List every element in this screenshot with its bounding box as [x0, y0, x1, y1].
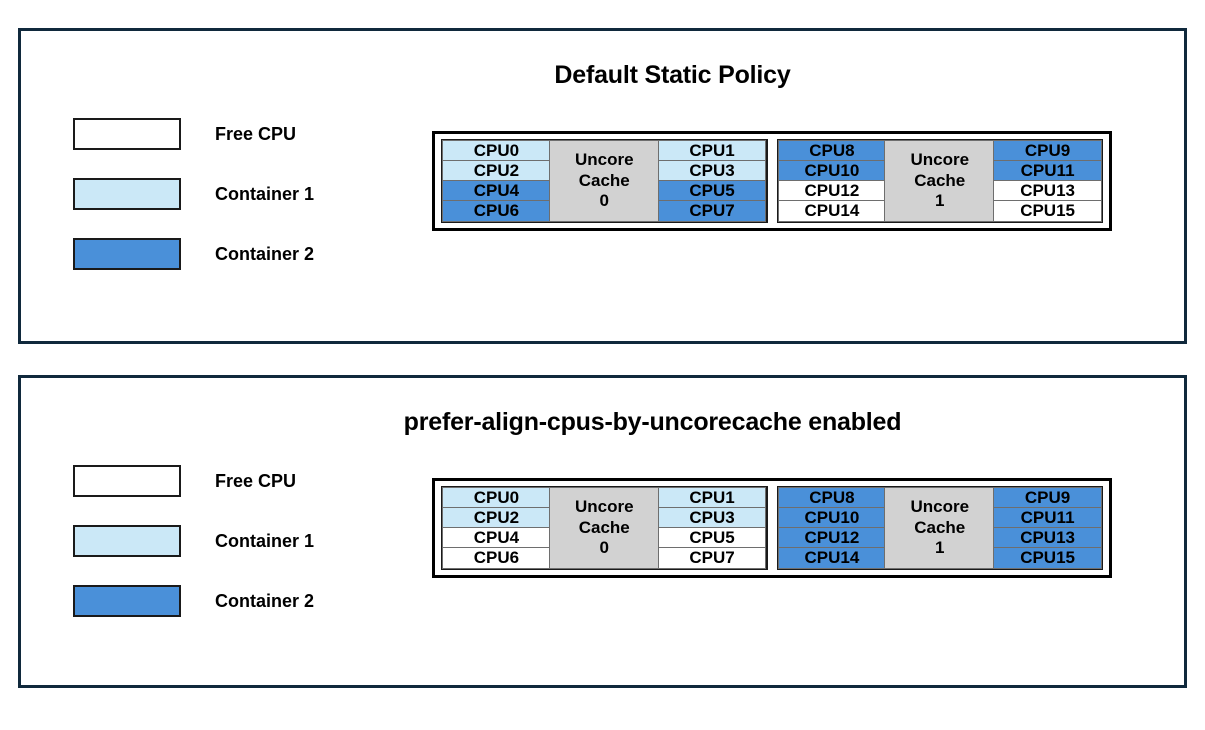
cpu-cell: CPU11	[993, 507, 1102, 529]
legend-item-container-1: Container 1	[73, 523, 314, 559]
uncore-cache-cell: Uncore Cache 1	[884, 140, 996, 222]
panel-title: Default Static Policy	[554, 61, 791, 89]
cpu-column-right: CPU9 CPU11 CPU13 CPU15	[993, 487, 1102, 569]
legend-item-container-1: Container 1	[73, 176, 314, 212]
legend-default: Free CPU Container 1 Container 2	[73, 116, 314, 296]
uncore-cache-cell: Uncore Cache 1	[884, 487, 996, 569]
cpu-cell: CPU12	[777, 527, 887, 549]
uncore-cache-index: 1	[935, 538, 945, 558]
uncore-cache-line-1: Uncore	[910, 149, 970, 169]
uncore-cache-line-2: Cache	[914, 517, 966, 537]
legend-label-container-1: Container 1	[215, 530, 315, 551]
cpu-cell: CPU9	[993, 140, 1102, 162]
uncore-cache-group-0: CPU0 CPU2 CPU4 CPU6 Uncore Cache 0 CPU1 …	[441, 139, 768, 223]
uncore-cache-group-0: CPU0 CPU2 CPU4 CPU6 Uncore Cache 0 CPU1 …	[441, 486, 768, 570]
cpu-cell: CPU8	[777, 487, 887, 509]
legend-label-container-2: Container 2	[215, 243, 315, 264]
legend-swatch-container-1	[73, 525, 181, 557]
legend-swatch-container-2	[73, 238, 181, 270]
cpu-cell: CPU2	[442, 507, 551, 529]
cpu-cell: CPU1	[657, 487, 767, 509]
cpu-cell: CPU2	[442, 160, 551, 182]
cpu-column-left: CPU8 CPU10 CPU12 CPU14	[777, 140, 887, 222]
cpu-cell: CPU3	[657, 160, 767, 182]
uncore-cache-line-2: Cache	[578, 517, 630, 537]
uncore-cache-line-1: Uncore	[574, 149, 634, 169]
uncore-cache-line-1: Uncore	[910, 496, 970, 516]
cpu-cell: CPU14	[777, 547, 887, 569]
cpu-column-right: CPU9 CPU11 CPU13 CPU15	[993, 140, 1102, 222]
uncore-cache-group-1: CPU8 CPU10 CPU12 CPU14 Uncore Cache 1 CP…	[776, 139, 1103, 223]
panel-title: prefer-align-cpus-by-uncorecache enabled	[403, 408, 902, 436]
legend-swatch-free-cpu	[73, 465, 181, 497]
cpu-column-left: CPU0 CPU2 CPU4 CPU6	[442, 487, 551, 569]
cpu-cell: CPU12	[777, 180, 887, 202]
cpu-cell: CPU6	[442, 200, 551, 222]
legend-label-free-cpu: Free CPU	[215, 123, 297, 144]
legend-label-container-2: Container 2	[215, 590, 315, 611]
cpu-cell: CPU15	[993, 200, 1102, 222]
cpu-cell: CPU4	[442, 180, 551, 202]
cpu-cell: CPU8	[777, 140, 887, 162]
uncore-cache-column: Uncore Cache 1	[884, 140, 996, 222]
cpu-cell: CPU10	[777, 507, 887, 529]
legend-item-container-2: Container 2	[73, 236, 314, 272]
cpu-cell: CPU4	[442, 527, 551, 549]
cpu-topology-grid: CPU0 CPU2 CPU4 CPU6 Uncore Cache 0 CPU1 …	[432, 131, 1112, 231]
uncore-cache-index: 0	[599, 191, 609, 211]
legend-swatch-container-1	[73, 178, 181, 210]
cpu-topology-grid: CPU0 CPU2 CPU4 CPU6 Uncore Cache 0 CPU1 …	[432, 478, 1112, 578]
cpu-cell: CPU7	[657, 547, 767, 569]
cpu-cell: CPU0	[442, 140, 551, 162]
cpu-cell: CPU14	[777, 200, 887, 222]
legend-item-container-2: Container 2	[73, 583, 314, 619]
cpu-column-left: CPU0 CPU2 CPU4 CPU6	[442, 140, 551, 222]
cpu-column-left: CPU8 CPU10 CPU12 CPU14	[777, 487, 887, 569]
legend-item-free-cpu: Free CPU	[73, 116, 314, 152]
uncore-cache-column: Uncore Cache 1	[884, 487, 996, 569]
uncore-cache-column: Uncore Cache 0	[548, 140, 660, 222]
cpu-cell: CPU5	[657, 527, 767, 549]
cpu-cell: CPU11	[993, 160, 1102, 182]
legend-prefer: Free CPU Container 1 Container 2	[73, 463, 314, 643]
legend-swatch-container-2	[73, 585, 181, 617]
legend-item-free-cpu: Free CPU	[73, 463, 314, 499]
cpu-cell: CPU7	[657, 200, 767, 222]
cpu-cell: CPU13	[993, 527, 1102, 549]
panel-default-static-policy: Default Static Policy Free CPU Container…	[18, 28, 1187, 344]
legend-swatch-free-cpu	[73, 118, 181, 150]
uncore-cache-group-1: CPU8 CPU10 CPU12 CPU14 Uncore Cache 1 CP…	[776, 486, 1103, 570]
uncore-cache-index: 1	[935, 191, 945, 211]
cpu-column-right: CPU1 CPU3 CPU5 CPU7	[657, 487, 767, 569]
uncore-cache-cell: Uncore Cache 0	[548, 487, 660, 569]
uncore-cache-cell: Uncore Cache 0	[548, 140, 660, 222]
cpu-cell: CPU5	[657, 180, 767, 202]
panel-prefer-align-cpus-by-uncorecache: prefer-align-cpus-by-uncorecache enabled…	[18, 375, 1187, 688]
cpu-cell: CPU13	[993, 180, 1102, 202]
uncore-cache-line-2: Cache	[914, 170, 966, 190]
cpu-cell: CPU0	[442, 487, 551, 509]
cpu-cell: CPU10	[777, 160, 887, 182]
cpu-cell: CPU9	[993, 487, 1102, 509]
uncore-cache-line-1: Uncore	[574, 496, 634, 516]
cpu-cell: CPU6	[442, 547, 551, 569]
uncore-cache-index: 0	[599, 538, 609, 558]
cpu-cell: CPU15	[993, 547, 1102, 569]
uncore-cache-line-2: Cache	[578, 170, 630, 190]
cpu-cell: CPU1	[657, 140, 767, 162]
uncore-cache-column: Uncore Cache 0	[548, 487, 660, 569]
cpu-column-right: CPU1 CPU3 CPU5 CPU7	[657, 140, 767, 222]
legend-label-free-cpu: Free CPU	[215, 470, 297, 491]
cpu-cell: CPU3	[657, 507, 767, 529]
legend-label-container-1: Container 1	[215, 183, 315, 204]
